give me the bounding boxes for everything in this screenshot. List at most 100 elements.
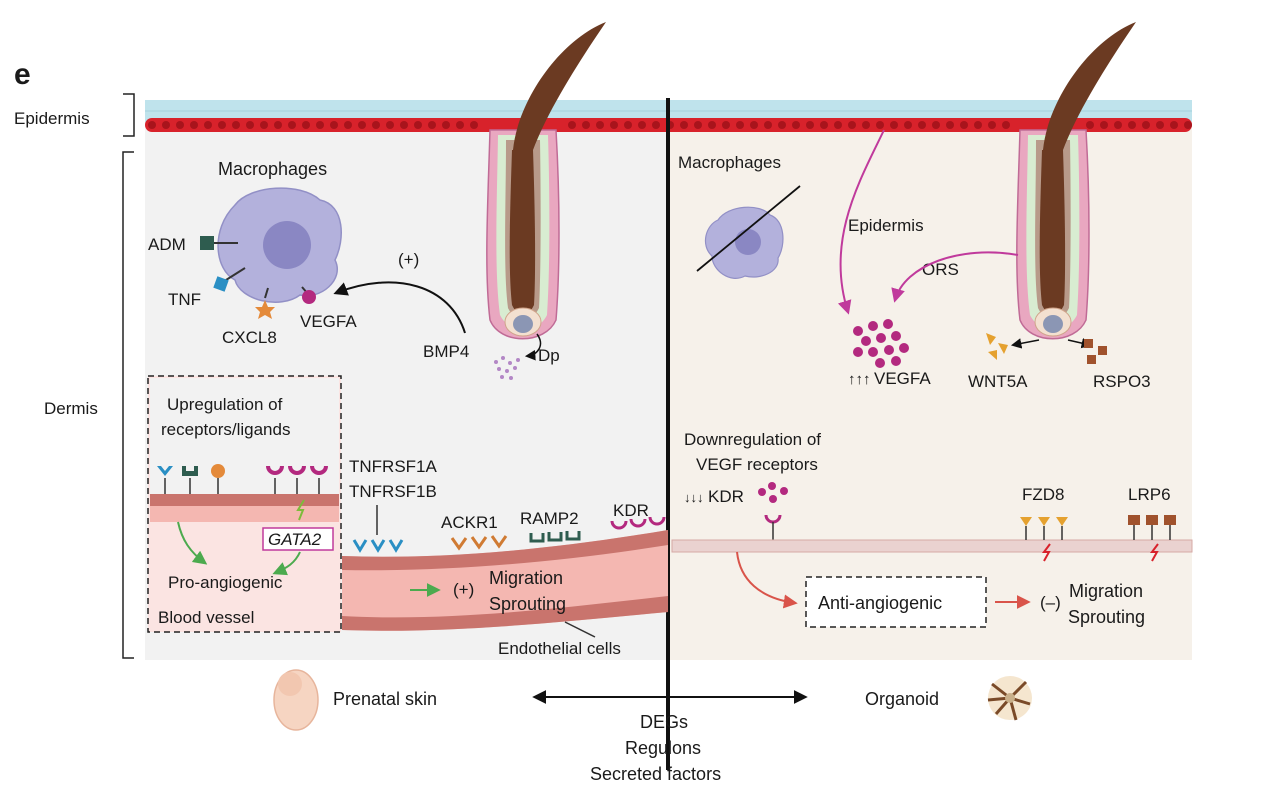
downregulation-line1: Downregulation of <box>684 430 821 449</box>
endothelial-label: Endothelial cells <box>498 639 621 658</box>
gata2-lightning <box>296 499 305 521</box>
basal-cell-dot <box>806 121 814 129</box>
basal-cell-dot <box>834 121 842 129</box>
basal-cell-dot <box>358 121 366 129</box>
basal-cell-dot <box>456 121 464 129</box>
basal-cell-dot <box>624 121 632 129</box>
macrophage-left <box>217 187 342 303</box>
basal-cell-dot <box>736 121 744 129</box>
basal-cell-dot <box>862 121 870 129</box>
anti-angiogenic-label: Anti-angiogenic <box>818 593 942 613</box>
basal-cell-dot <box>442 121 450 129</box>
blood-vessel-left <box>342 530 668 631</box>
basal-cell-dot <box>1142 121 1150 129</box>
prenatal-label: Prenatal skin <box>333 689 437 709</box>
plus-sign-bmp4: (+) <box>398 250 419 269</box>
basal-cell-dot <box>330 121 338 129</box>
epidermis-to-vegfa-arrow <box>837 129 885 315</box>
basal-cell-dot <box>372 121 380 129</box>
upregulation-title-2: receptors/ligands <box>161 420 290 439</box>
tnfrsf1b-label: TNFRSF1B <box>349 482 437 501</box>
kdr-down-arrows: ↓↓↓ <box>684 490 704 505</box>
basal-cell-dot <box>148 121 156 129</box>
ackr1-receptors <box>450 535 508 551</box>
cxcl8-ligand <box>255 287 275 319</box>
wnt5a-arrow <box>1010 338 1040 349</box>
basal-cell-dot <box>232 121 240 129</box>
sprouting-label-left: Sprouting <box>489 594 566 614</box>
basal-cell-dot <box>904 121 912 129</box>
tnf-ligand <box>213 267 246 292</box>
kdr-label-right: KDR <box>708 487 744 506</box>
basal-cell-dot <box>708 121 716 129</box>
basal-cell-dot <box>316 121 324 129</box>
basal-cells <box>148 121 1192 129</box>
ors-label: ORS <box>922 260 959 279</box>
right-macrophages-label: Macrophages <box>678 153 781 172</box>
basal-cell-dot <box>428 121 436 129</box>
basal-cell-dot <box>568 121 576 129</box>
basal-cell-dot <box>190 121 198 129</box>
basal-cell-dot <box>918 121 926 129</box>
basal-cell-dot <box>1170 121 1178 129</box>
basal-cell-dot <box>764 121 772 129</box>
dp-arrow <box>524 333 542 361</box>
basal-cell-dot <box>1002 121 1010 129</box>
regulons-label: Regulons <box>625 738 701 758</box>
ramp2-label: RAMP2 <box>520 509 579 528</box>
green-arrow-1 <box>177 521 208 565</box>
fzd8-receptors <box>1020 517 1068 562</box>
basal-cell-dot <box>876 121 884 129</box>
pro-angiogenic-label: Pro-angiogenic <box>168 573 283 592</box>
adm-ligand <box>200 236 238 250</box>
upregulation-title-1: Upregulation of <box>167 395 283 414</box>
basal-cell-dot <box>1156 121 1164 129</box>
gata2-box <box>262 527 334 551</box>
vegfa-label-right: VEGFA <box>874 369 931 388</box>
ackr1-label: ACKR1 <box>441 513 498 532</box>
fzd8-label: FZD8 <box>1022 485 1065 504</box>
right-epidermis-label: Epidermis <box>848 216 924 235</box>
downregulation-line2: VEGF receptors <box>696 455 818 474</box>
epidermis-bracket <box>123 93 135 137</box>
plus-sign-migration: (+) <box>453 580 474 599</box>
basal-cell-dot <box>204 121 212 129</box>
basal-cell-dot <box>274 121 282 129</box>
basal-cell-dot <box>960 121 968 129</box>
kdr-label-left: KDR <box>613 501 649 520</box>
basal-cell-dot <box>218 121 226 129</box>
endothelial-leader <box>564 621 596 638</box>
anti-angiogenic-box <box>805 576 987 628</box>
tnf-label: TNF <box>168 290 201 309</box>
lrp6-label: LRP6 <box>1128 485 1171 504</box>
basal-cell-dot <box>596 121 604 129</box>
cxcl8-label: CXCL8 <box>222 328 277 347</box>
label-epidermis: Epidermis <box>14 109 90 128</box>
basal-cell-dot <box>778 121 786 129</box>
lrp6-receptors <box>1128 515 1176 562</box>
basal-cell-dot <box>848 121 856 129</box>
basal-cell-dot <box>400 121 408 129</box>
basal-cell-dot <box>288 121 296 129</box>
upregulation-box-top <box>150 378 339 496</box>
gata2-label: GATA2 <box>268 530 322 549</box>
bmp4-particles <box>494 356 520 380</box>
embryo-icon <box>273 669 319 731</box>
vegfa-ligand-left <box>301 286 316 304</box>
basal-cell-dot <box>1114 121 1122 129</box>
adm-label: ADM <box>148 235 186 254</box>
basal-cell-dot <box>680 121 688 129</box>
rspo3-ligand <box>1084 339 1107 364</box>
basal-cell-dot <box>176 121 184 129</box>
basal-cell-dot <box>470 121 478 129</box>
box-receptors <box>157 464 328 494</box>
basal-cell-dot <box>260 121 268 129</box>
dp-label: Dp <box>538 346 560 365</box>
degs-label: DEGs <box>640 712 688 732</box>
basal-cell-dot <box>246 121 254 129</box>
organoid-icon <box>987 676 1032 721</box>
box-vessel-lumen <box>150 506 339 522</box>
tnfrsf-receptors <box>352 539 404 553</box>
right-dermis-bg <box>670 100 1192 660</box>
